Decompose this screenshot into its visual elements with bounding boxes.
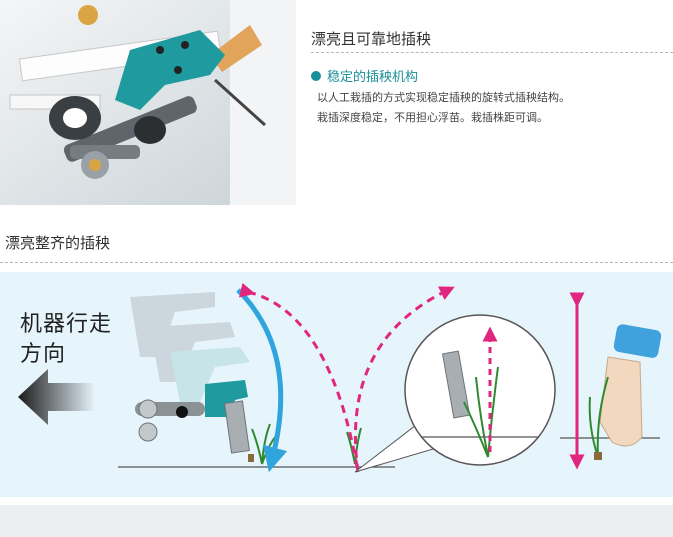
planting-arm-mechanism	[135, 380, 254, 462]
hand-planting-icon	[588, 324, 662, 460]
direction-label: 机器行走 方向	[20, 310, 112, 370]
direction-arrow-icon	[18, 369, 95, 425]
planting-diagram: 机器行走 方向	[0, 272, 673, 497]
section2-divider	[0, 262, 673, 263]
title-divider	[311, 52, 673, 53]
feature-title: 稳定的插秧机构	[327, 70, 419, 85]
bullet-dot-icon	[311, 70, 321, 81]
diagram-graphic	[18, 282, 662, 473]
description-line-1: 以人工栽插的方式实现稳定插秧的旋转式插秧结构。	[317, 91, 570, 104]
section2-title: 漂亮整齐的插秧	[5, 234, 111, 252]
trajectory-1	[238, 282, 360, 473]
rotation-arrow	[236, 288, 288, 473]
direction-label-line1: 机器行走	[20, 312, 113, 337]
feature-heading: 稳定的插秧机构	[311, 66, 418, 85]
mechanism-ghosts	[130, 292, 250, 402]
magnify-view	[354, 314, 556, 473]
mechanism-photo	[0, 0, 296, 205]
description-line-2: 栽插深度稳定，不用担心浮苗。栽插株距可调。	[317, 111, 548, 124]
section-title: 漂亮且可靠地插秧	[311, 30, 432, 48]
direction-label-line2: 方向	[20, 342, 67, 367]
trajectory-2	[353, 286, 455, 473]
bottom-band	[0, 505, 673, 537]
